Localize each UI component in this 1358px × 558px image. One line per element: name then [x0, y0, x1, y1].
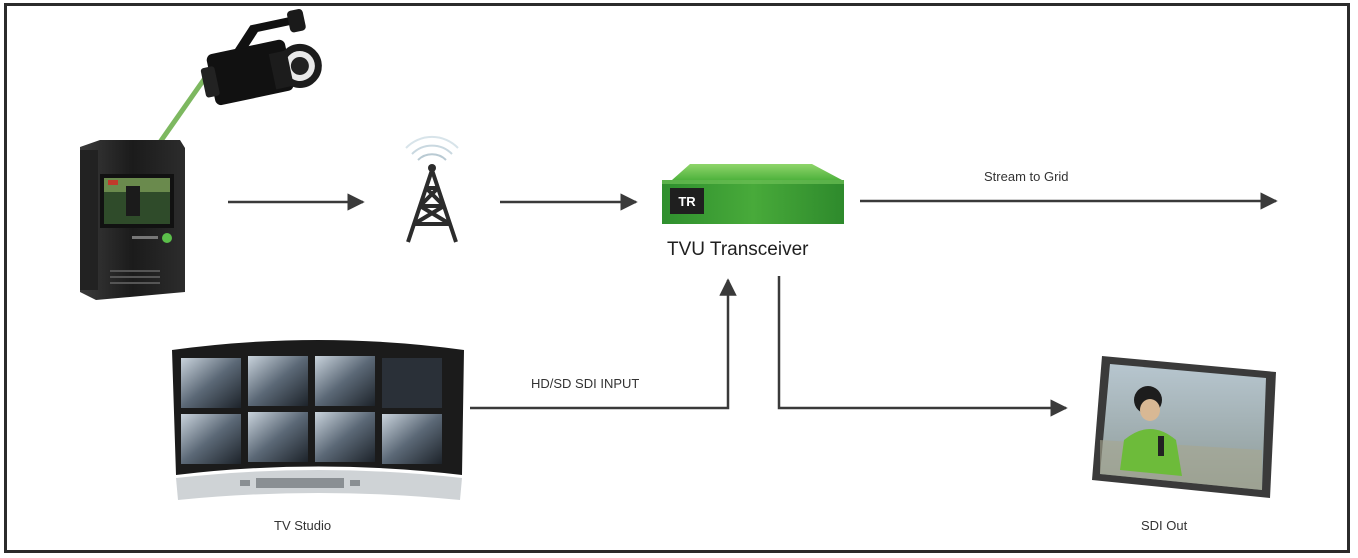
studio-monitor-wall-icon: [172, 340, 464, 500]
sdi-out-label: SDI Out: [1141, 518, 1188, 533]
connector-sdi-out: [777, 276, 1068, 417]
transceiver-label: TVU Transceiver: [667, 239, 809, 260]
camera-cable: [155, 76, 208, 147]
connector-sdi-input: [470, 278, 737, 410]
tv-studio-label: TV Studio: [274, 518, 332, 533]
video-camera-icon: [200, 8, 322, 106]
transceiver-badge: TR: [678, 194, 696, 209]
tv-monitor-icon: [1092, 356, 1276, 498]
cell-tower-icon: [405, 135, 459, 243]
stream-to-grid-label: Stream to Grid: [984, 169, 1069, 184]
transceiver-box-icon: TR: [662, 164, 844, 224]
sdi-input-label: HD/SD SDI INPUT: [531, 376, 640, 391]
backpack-unit-icon: [80, 140, 185, 300]
